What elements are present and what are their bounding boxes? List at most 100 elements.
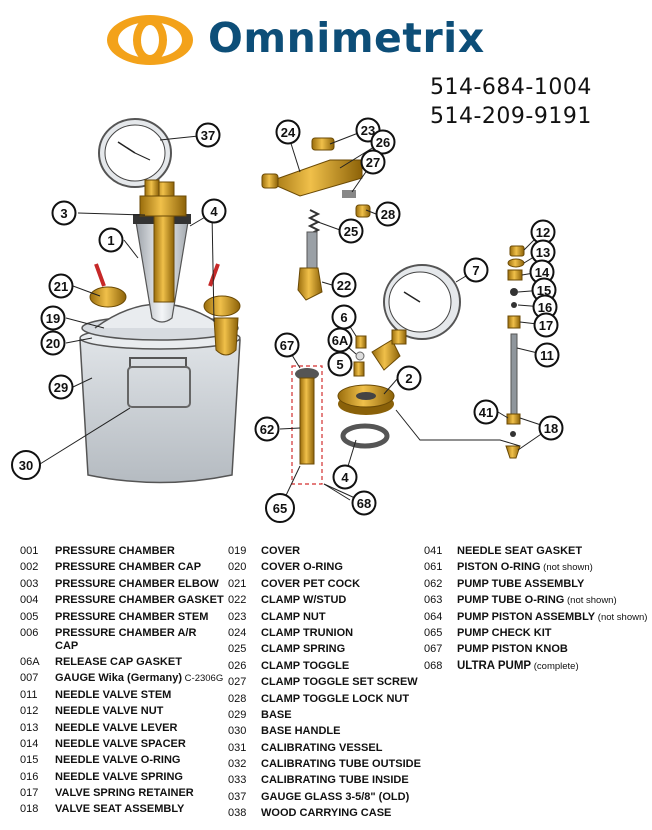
part-name: CLAMP TOGGLE SET SCREW [261, 676, 418, 689]
phone-number-2: 514-209-9191 [430, 104, 592, 129]
part-number: 032 [228, 758, 247, 771]
callout-26: 26 [370, 129, 396, 155]
part-number: 067 [424, 643, 443, 656]
part-number: 061 [424, 561, 443, 574]
callout-label: 12 [536, 225, 550, 240]
part-name: COVER PET COCK [261, 577, 361, 590]
callout-label: 6 [340, 310, 347, 325]
chamber-cap [337, 335, 401, 449]
part-number: 003 [20, 577, 39, 590]
part-name: COVER [261, 545, 301, 557]
part-number: 026 [228, 659, 247, 672]
callout-30: 30 [11, 450, 41, 480]
parts-row: 020 COVER O-RING [228, 561, 428, 577]
part-name: PUMP PISTON KNOB [457, 643, 568, 656]
part-name: NEEDLE SEAT GASKET [457, 545, 583, 557]
part-name: BASE [261, 708, 292, 721]
part-number: 033 [228, 774, 247, 787]
callout-label: 27 [366, 155, 380, 170]
part-number: 063 [424, 594, 443, 607]
callout-label: 2 [405, 371, 412, 386]
callout-label: 11 [540, 348, 554, 363]
part-number: 068 [424, 659, 443, 672]
callout-21: 21 [48, 273, 74, 299]
part-number: 021 [228, 577, 247, 590]
part-number: 020 [228, 561, 247, 574]
part-number: 006 [20, 626, 39, 639]
callout-label: 22 [337, 278, 351, 293]
callout-16: 16 [532, 294, 558, 320]
pressure-chamber [133, 181, 191, 323]
callout-label: 68 [357, 496, 371, 511]
part-name: GAUGE Wika (Germany) C-2306G [55, 672, 224, 685]
part-note: (complete) [531, 660, 579, 672]
callout-label: 17 [539, 318, 553, 333]
part-number: 011 [20, 688, 38, 701]
callout-4: 4 [332, 464, 358, 490]
callout-6a: 6A [327, 327, 353, 353]
part-number: 014 [20, 737, 39, 750]
pet-cocks [89, 263, 241, 356]
part-note: (not shown) [564, 595, 617, 607]
part-number: 027 [228, 676, 247, 689]
callout-2: 2 [396, 365, 422, 391]
callout-11: 11 [534, 342, 560, 368]
part-name: PRESSURE CHAMBER GASKET [55, 594, 224, 607]
omnimetrix-logo [100, 15, 193, 65]
part-note: (not shown) [595, 611, 648, 623]
parts-row: 067 PUMP PISTON KNOB [424, 643, 652, 659]
part-number: 037 [228, 790, 247, 803]
part-name: PRESSURE CHAMBER ELBOW [55, 577, 219, 590]
callout-label: 4 [210, 204, 218, 219]
part-number: 065 [424, 626, 443, 639]
part-name: BASE HANDLE [261, 725, 341, 738]
part-number: 002 [20, 561, 39, 574]
part-name: VALVE SEAT ASSEMBLY [55, 803, 185, 816]
part-name: NEEDLE VALVE O-RING [55, 754, 181, 767]
parts-row: 021 COVER PET COCK [228, 578, 428, 594]
callout-4: 4 [201, 198, 227, 224]
part-name: CLAMP TRUNION [261, 626, 354, 639]
callout-label: 1 [107, 233, 114, 248]
part-name: CALIBRATING VESSEL [261, 741, 383, 754]
part-name: GAUGE GLASS 3-5/8" (OLD) [261, 790, 410, 803]
part-number: 015 [20, 754, 39, 767]
part-name: NEEDLE VALVE STEM [55, 688, 172, 701]
callout-19: 19 [40, 305, 66, 331]
part-number: 030 [228, 725, 247, 738]
callout-label: 20 [46, 336, 60, 351]
parts-row: 003 PRESSURE CHAMBER ELBOW [20, 578, 230, 594]
callout-65: 65 [265, 493, 295, 523]
callout-label: 19 [46, 311, 60, 326]
part-number: 06A [20, 655, 40, 668]
callout-label: 3 [60, 206, 67, 221]
part-number: 028 [228, 692, 247, 705]
part-name: COVER O-RING [261, 561, 343, 574]
callout-3: 3 [51, 200, 77, 226]
part-name: WOOD CARRYING CASE [261, 807, 392, 820]
callout-label: 37 [201, 128, 215, 143]
callout-6: 6 [331, 304, 357, 330]
parts-row: 030 BASE HANDLE [228, 725, 428, 741]
callout-24: 24 [275, 119, 301, 145]
